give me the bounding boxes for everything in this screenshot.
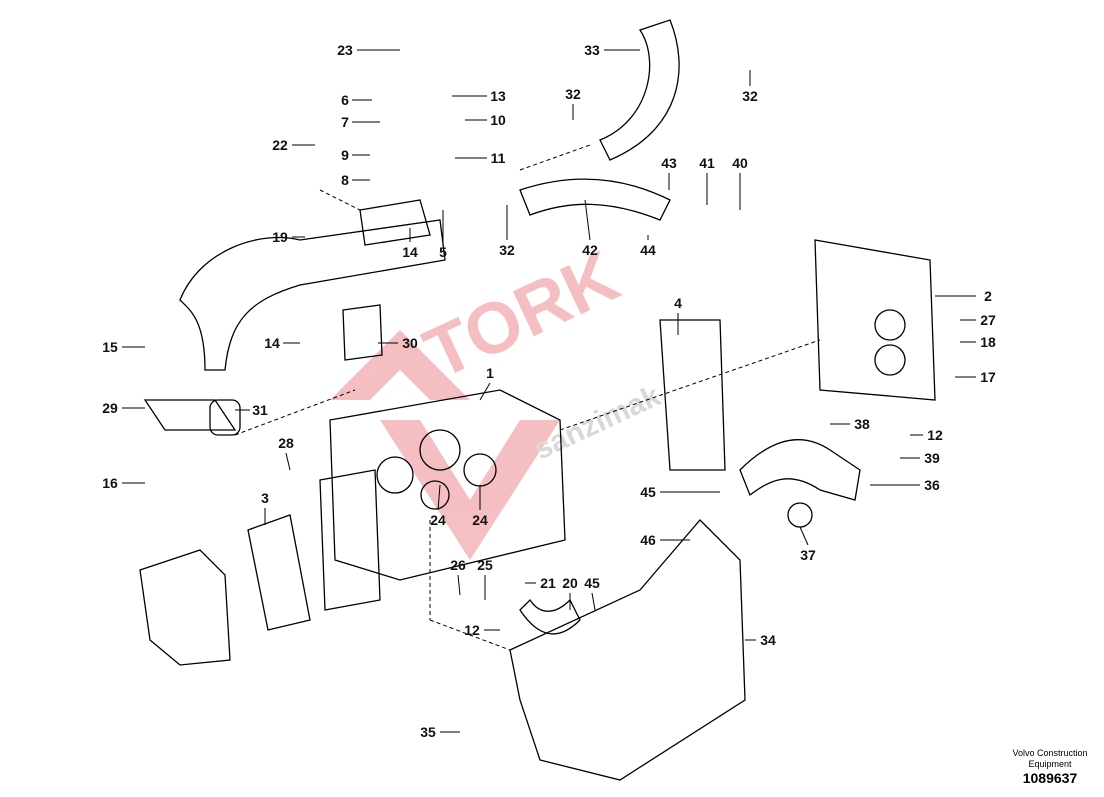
callout-39: 39 <box>924 450 940 466</box>
callout-17: 17 <box>980 369 996 385</box>
callout-19: 19 <box>272 229 288 245</box>
callout-25: 25 <box>477 557 493 573</box>
callout-36: 36 <box>924 477 940 493</box>
callout-27: 27 <box>980 312 996 328</box>
callout-3: 3 <box>261 490 269 506</box>
callout-24: 24 <box>430 512 446 528</box>
callout-32b: 32 <box>742 88 758 104</box>
callout-16: 16 <box>102 475 118 491</box>
callout-6: 6 <box>341 92 349 108</box>
callout-45b: 45 <box>584 575 600 591</box>
callout-14b: 14 <box>264 335 280 351</box>
callout-24b: 24 <box>472 512 488 528</box>
dashed-guides <box>234 144 821 651</box>
callout-32c: 32 <box>499 242 515 258</box>
callout-23: 23 <box>337 42 353 58</box>
brand-caption: Volvo Construction Equipment <box>1012 748 1088 769</box>
document-number: 1089637 <box>1022 770 1078 786</box>
callout-11: 11 <box>490 150 506 166</box>
callout-30: 30 <box>402 335 418 351</box>
callout-31: 31 <box>252 402 268 418</box>
callout-7: 7 <box>341 114 349 130</box>
callout-9: 9 <box>341 147 349 163</box>
callout-14: 14 <box>402 244 418 260</box>
callout-10: 10 <box>490 112 506 128</box>
callout-12: 12 <box>927 427 943 443</box>
watermark: TORK sanzimak <box>330 236 666 560</box>
callout-40: 40 <box>732 155 748 171</box>
callout-43: 43 <box>661 155 677 171</box>
callout-32: 32 <box>565 86 581 102</box>
callout-22: 22 <box>272 137 288 153</box>
callout-34: 34 <box>760 632 776 648</box>
callout-41: 41 <box>699 155 715 171</box>
callout-46: 46 <box>640 532 656 548</box>
callout-26: 26 <box>450 557 466 573</box>
callout-4: 4 <box>674 295 682 311</box>
callout-35: 35 <box>420 724 436 740</box>
callout-2: 2 <box>984 288 992 304</box>
callout-18: 18 <box>980 334 996 350</box>
callout-42: 42 <box>582 242 598 258</box>
callout-44: 44 <box>640 242 656 258</box>
callout-20: 20 <box>562 575 578 591</box>
callout-37: 37 <box>800 547 816 563</box>
callout-5: 5 <box>439 244 447 260</box>
callout-29: 29 <box>102 400 118 416</box>
callout-33: 33 <box>584 42 600 58</box>
callout-21: 21 <box>540 575 556 591</box>
leader-lines <box>122 49 976 733</box>
callout-1: 1 <box>486 365 494 381</box>
callout-15: 15 <box>102 339 118 355</box>
part-outlines <box>139 19 936 781</box>
callout-28: 28 <box>278 435 294 451</box>
callout-13: 13 <box>490 88 506 104</box>
callout-12b: 12 <box>464 622 480 638</box>
callout-45: 45 <box>640 484 656 500</box>
callout-38: 38 <box>854 416 870 432</box>
callout-8: 8 <box>341 172 349 188</box>
